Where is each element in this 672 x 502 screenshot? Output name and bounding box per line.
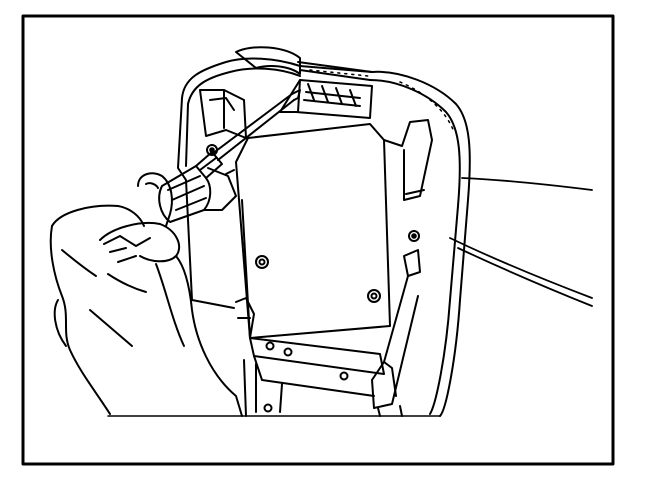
screw-head-right-upper <box>408 230 420 242</box>
hand <box>49 172 243 417</box>
compartment-left-wall <box>177 89 247 309</box>
screw-head-center-left <box>255 255 269 269</box>
hinge-latch <box>279 79 373 119</box>
screw-head-center-right <box>367 289 381 303</box>
screwdriver <box>158 89 301 223</box>
screwdriver-handle <box>158 165 212 223</box>
figure-border <box>21 14 615 466</box>
inner-panel <box>235 123 391 339</box>
seat-cushion-outline <box>449 177 593 307</box>
compartment-right-wall <box>371 119 433 409</box>
lower-crossbar <box>235 297 403 417</box>
console-shell <box>181 46 471 417</box>
